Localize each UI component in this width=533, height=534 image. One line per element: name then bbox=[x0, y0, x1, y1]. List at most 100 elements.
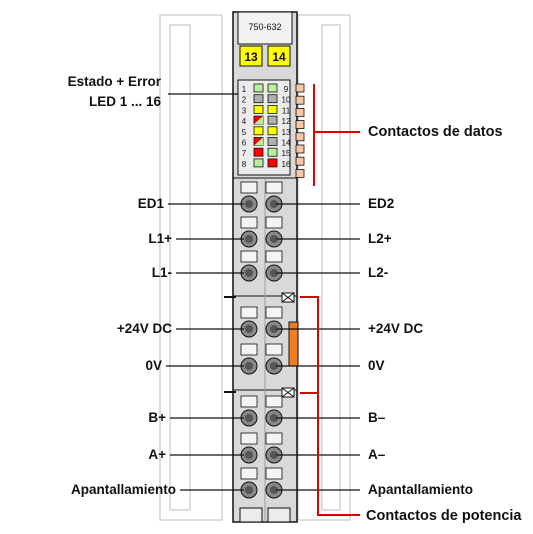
led-cell bbox=[267, 147, 278, 157]
led-cell bbox=[267, 158, 278, 168]
clamp-hole-inner bbox=[245, 269, 253, 277]
clamp-release-slot bbox=[240, 432, 258, 445]
l1-plus-label: L1+ bbox=[148, 231, 172, 246]
led-cell bbox=[253, 105, 264, 114]
data-contact-tab bbox=[295, 144, 305, 154]
a-minus-label: A– bbox=[368, 447, 386, 462]
led-number-left: 5 bbox=[242, 128, 247, 137]
clamp-release-slot bbox=[265, 343, 283, 356]
badge-13 bbox=[239, 45, 263, 67]
clamp-hole-inner bbox=[245, 200, 253, 208]
status-label-line2: LED 1 ... 16 bbox=[88, 94, 161, 109]
led-cell bbox=[253, 83, 264, 93]
ghost-housing bbox=[159, 14, 351, 521]
led-cell bbox=[267, 105, 278, 114]
data-contact-tab bbox=[295, 132, 305, 142]
led-cell bbox=[253, 94, 264, 104]
led-number-right: 9 bbox=[284, 85, 289, 94]
led-number-left: 8 bbox=[242, 160, 247, 169]
led-cell bbox=[253, 158, 264, 168]
power-contacts-callout bbox=[300, 296, 360, 516]
status-label-line1: Estado + Error bbox=[67, 74, 161, 89]
clamp-hole-inner bbox=[270, 414, 278, 422]
clamp-release-slot bbox=[265, 432, 283, 445]
data-contact-tab bbox=[295, 108, 305, 117]
led-cell bbox=[253, 147, 264, 157]
b-minus-label: B– bbox=[368, 410, 386, 425]
led-number-right: 10 bbox=[282, 96, 291, 105]
clamp-hole-inner bbox=[245, 486, 253, 494]
data-contact-tab bbox=[295, 168, 305, 178]
clamp-release-slot bbox=[265, 181, 283, 194]
clamp-hole-inner bbox=[245, 414, 253, 422]
v24-right-label: +24V DC bbox=[368, 321, 424, 336]
led-number-left: 4 bbox=[242, 117, 247, 126]
led-number-right: 13 bbox=[282, 128, 291, 137]
clamp-hole-inner bbox=[270, 269, 278, 277]
led-cells bbox=[253, 83, 278, 168]
ov-left-label: 0V bbox=[145, 358, 162, 373]
data-contact-tab bbox=[295, 83, 305, 93]
led-cell-split bbox=[254, 137, 263, 146]
led-cell bbox=[267, 83, 278, 93]
ed1-label: ED1 bbox=[137, 196, 164, 211]
clamp-release-slot bbox=[265, 395, 283, 408]
ed2-label: ED2 bbox=[368, 196, 395, 211]
data-contact-tab bbox=[295, 156, 305, 166]
data-contact-tab bbox=[295, 120, 305, 129]
v24-left-label: +24V DC bbox=[116, 321, 172, 336]
clamp-hole-inner bbox=[270, 235, 278, 243]
clamp-hole-inner bbox=[270, 362, 278, 370]
led-number-left: 1 bbox=[242, 85, 247, 94]
led-number-right: 11 bbox=[282, 106, 291, 115]
data-contacts-label: Contactos de datos bbox=[368, 124, 503, 140]
led-cell bbox=[253, 126, 264, 136]
clamp-release-slot bbox=[265, 306, 283, 319]
led-number-left: 7 bbox=[242, 149, 247, 158]
clamp-hole-inner bbox=[245, 325, 253, 333]
badge-13-label: 13 bbox=[244, 50, 258, 64]
clamp-release-slot bbox=[265, 467, 283, 480]
led-number-left: 6 bbox=[242, 139, 247, 148]
terminal-clamps bbox=[240, 181, 283, 499]
clamp-hole-inner bbox=[270, 325, 278, 333]
led-number-left: 3 bbox=[242, 106, 247, 115]
led-cell-split bbox=[254, 116, 263, 125]
clamp-hole-inner bbox=[270, 451, 278, 459]
shield-left-label: Apantallamiento bbox=[70, 482, 176, 497]
clamp-release-slot bbox=[265, 250, 283, 263]
led-cell bbox=[267, 137, 278, 146]
led-number-right: 12 bbox=[282, 117, 291, 126]
led-cell bbox=[267, 94, 278, 104]
l1-minus-label: L1- bbox=[151, 265, 172, 280]
a-plus-label: A+ bbox=[148, 447, 166, 462]
data-contacts bbox=[295, 83, 305, 178]
clamp-release-slot bbox=[240, 395, 258, 408]
led-cell bbox=[267, 115, 278, 125]
led-number-left: 2 bbox=[242, 96, 247, 105]
clamp-release-slot bbox=[240, 467, 258, 480]
badge-14 bbox=[267, 45, 291, 67]
led-number-right: 15 bbox=[282, 149, 291, 158]
clamp-release-slot bbox=[240, 216, 258, 229]
clamp-hole-inner bbox=[245, 451, 253, 459]
l2-minus-label: L2- bbox=[368, 265, 389, 280]
pin-badges: 13 14 bbox=[239, 45, 291, 67]
data-contact-tab bbox=[295, 95, 305, 105]
ov-right-label: 0V bbox=[368, 358, 385, 373]
clamp-release-slot bbox=[240, 181, 258, 194]
led-cell bbox=[267, 126, 278, 136]
clamp-hole-inner bbox=[270, 486, 278, 494]
shield-right-label: Apantallamiento bbox=[368, 482, 474, 497]
clamp-hole-inner bbox=[245, 362, 253, 370]
jumper-ticks bbox=[224, 296, 236, 393]
clamp-release-slot bbox=[240, 306, 258, 319]
data-contacts-callout bbox=[313, 84, 360, 186]
clamp-release-slot bbox=[240, 343, 258, 356]
led-number-right: 14 bbox=[282, 139, 291, 148]
clamp-release-slot bbox=[240, 250, 258, 263]
